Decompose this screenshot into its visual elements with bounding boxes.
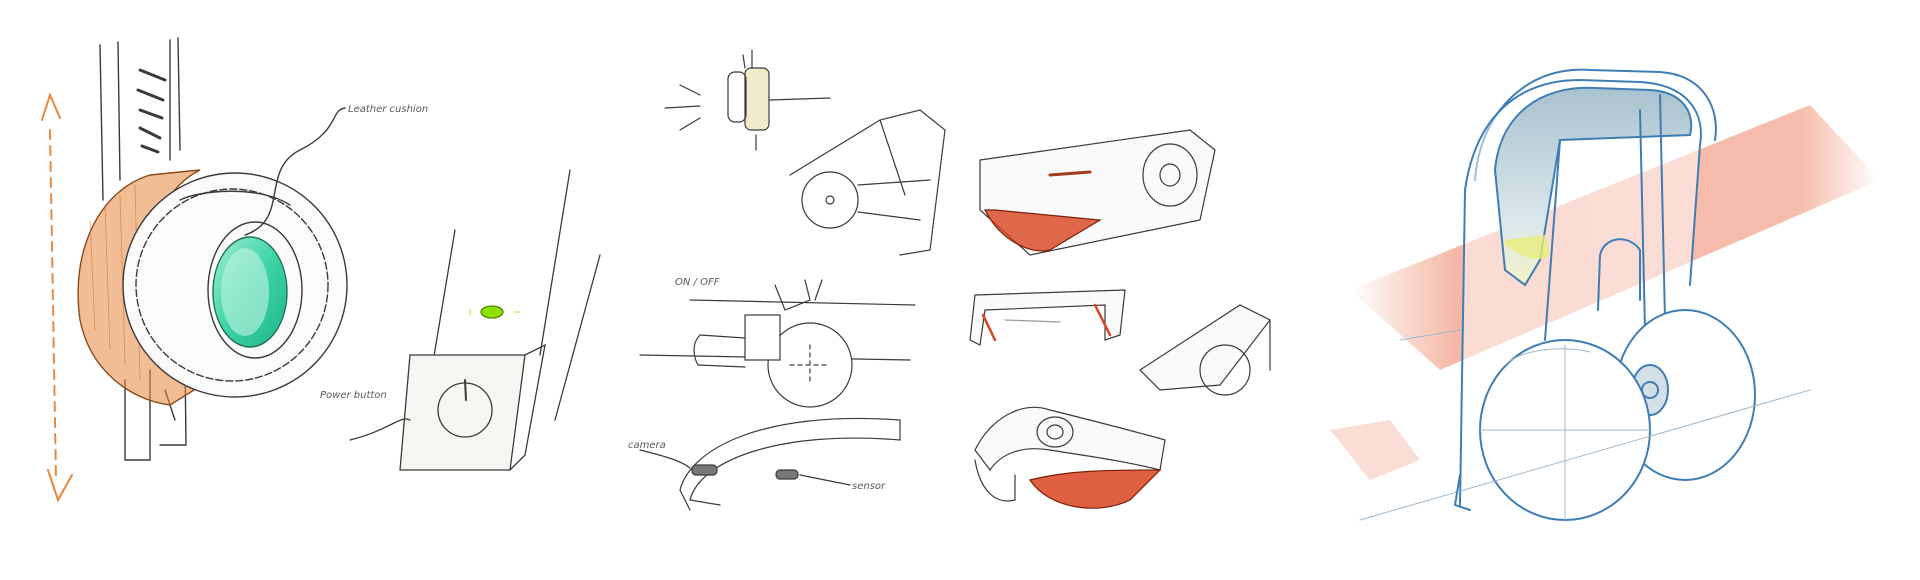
headphone-render xyxy=(1330,68,1880,521)
headband-earcup-sketch xyxy=(41,37,348,503)
glasses-frame-sketches xyxy=(969,289,1271,509)
sensor-label: sensor xyxy=(852,481,886,492)
power-button-label: Power button xyxy=(320,390,387,401)
leather-cushion-label: Leather cushion xyxy=(348,104,428,115)
power-button-sketch xyxy=(349,169,601,471)
on-off-label: ON / OFF xyxy=(675,277,720,288)
button-module-sketches xyxy=(639,49,1216,511)
camera-label: camera xyxy=(628,440,666,451)
